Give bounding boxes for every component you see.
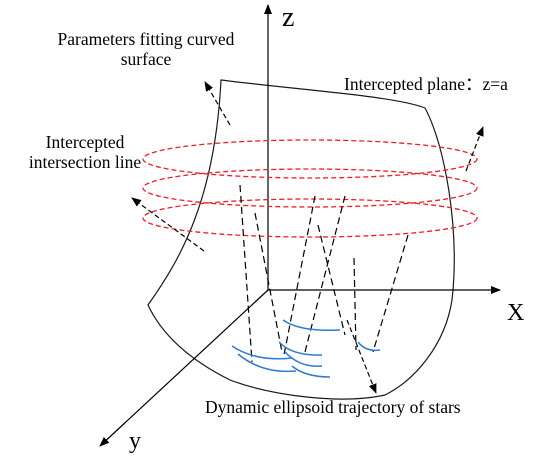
fitted-surface [147, 79, 455, 400]
z-axis-label: z [282, 2, 295, 33]
fitting-surface-label-line1: Parameters fitting curved [57, 29, 235, 49]
intersection-line-label-line1: Intercepted [45, 132, 125, 152]
intersection-line-label: Intercepted intersection line [0, 132, 170, 172]
intersection-line-label-line2: intersection line [28, 152, 142, 173]
trajectory-arcs [231, 319, 381, 378]
plane-ellipse-bottom [142, 198, 478, 238]
y-axis-label: y [129, 428, 141, 454]
x-axis-label: X [507, 300, 525, 326]
plane-ellipse-middle [142, 168, 478, 208]
intercepted-plane-label: Intercepted plane：z=a [344, 74, 508, 94]
plane-ellipse-top [142, 139, 478, 179]
y-axis-line [99, 289, 269, 447]
fitting-surface-label: Parameters fitting curved surface [36, 29, 256, 69]
trajectory-label: Dynamic ellipsoid trajectory of stars [205, 397, 461, 417]
projection-lines [239, 184, 409, 363]
annotation-arrows [131, 81, 484, 394]
fitting-surface-label-line2: surface [120, 49, 172, 70]
